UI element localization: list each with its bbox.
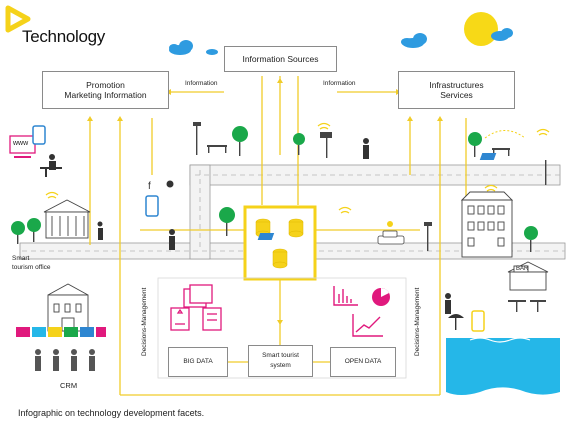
speech-bubbles xyxy=(16,327,106,337)
bar-label: BAR xyxy=(516,266,529,272)
wifi-icon xyxy=(536,128,550,136)
infrastructures-line2: Services xyxy=(440,90,473,100)
person-icon xyxy=(35,349,95,371)
cloud-icon xyxy=(169,40,193,55)
information-sources-label: Information Sources xyxy=(242,54,319,64)
twitter-icon xyxy=(166,180,174,188)
smartphone-icon xyxy=(145,195,159,217)
person-icon xyxy=(445,293,451,314)
wifi-icon xyxy=(317,122,331,130)
person-icon xyxy=(363,138,369,159)
promotion-line2: Marketing Information xyxy=(64,90,147,100)
car-icon xyxy=(377,230,405,245)
building-icon xyxy=(460,191,514,258)
tree-icon xyxy=(219,207,235,236)
solar-panel-icon xyxy=(257,233,275,240)
tree-icon xyxy=(11,221,25,244)
smart-tourist-line2: system xyxy=(270,362,291,369)
smart-tourist-system-box: Smart tourist system xyxy=(248,345,313,377)
tree-icon xyxy=(524,226,538,252)
tree-icon xyxy=(468,132,482,157)
information-label-right: Information xyxy=(323,80,356,87)
open-data-box: OPEN DATA xyxy=(330,347,396,377)
person-icon xyxy=(40,154,62,177)
smart-tourism-office-label: Smart tourism office xyxy=(12,254,51,272)
information-sources-box: Information Sources xyxy=(224,46,337,72)
bench-icon xyxy=(207,145,227,153)
person-icon xyxy=(97,221,103,240)
information-label-left: Information xyxy=(185,80,218,87)
database-icon xyxy=(272,248,288,269)
big-data-box: BIG DATA xyxy=(168,347,228,377)
wifi-icon xyxy=(484,184,498,192)
cloud-icon xyxy=(206,49,218,55)
person-icon xyxy=(169,229,175,250)
smart-office-line1: Smart xyxy=(12,255,30,262)
pie-chart-icon xyxy=(372,288,390,306)
cloud-icon xyxy=(401,33,427,48)
wifi-icon xyxy=(45,191,59,199)
smart-tourist-line1: Smart tourist xyxy=(262,352,299,359)
infrastructures-box: Infrastructures Services xyxy=(398,71,515,109)
logo-icon xyxy=(5,5,31,33)
tree-icon xyxy=(27,218,41,242)
building-icon xyxy=(47,283,89,332)
tree-icon xyxy=(293,133,305,155)
decisions-panel xyxy=(157,277,407,379)
promotion-line1: Promotion xyxy=(86,80,125,90)
building-icon xyxy=(43,199,91,239)
street-lamp-icon xyxy=(424,222,432,251)
water-icon xyxy=(446,338,560,395)
camera-icon xyxy=(320,132,332,158)
bar-building-icon xyxy=(507,261,549,291)
svg-text:f: f xyxy=(148,181,151,192)
caption: Infographic on technology development fa… xyxy=(18,408,205,418)
www-label: www xyxy=(13,140,29,147)
smartphone-icon xyxy=(471,310,485,332)
tree-icon xyxy=(232,126,248,156)
tablet-icon xyxy=(32,125,46,145)
big-data-label: BIG DATA xyxy=(183,358,213,365)
brand-title: Technology xyxy=(22,27,106,46)
sun-icon xyxy=(464,12,498,46)
document-icon xyxy=(170,284,222,331)
umbrella-icon xyxy=(448,314,464,330)
open-data-label: OPEN DATA xyxy=(344,358,382,365)
connector-arrows xyxy=(87,78,443,325)
solar-panel-icon xyxy=(479,153,497,160)
decisions-management-right: Decisions-Management xyxy=(414,287,421,356)
decisions-management-left: Decisions-Management xyxy=(141,287,148,356)
infrastructures-line1: Infrastructures xyxy=(429,80,484,90)
computer-icon xyxy=(9,135,36,158)
street-lamp-icon xyxy=(193,122,201,155)
water-wave xyxy=(469,337,531,343)
table-icon xyxy=(508,300,546,312)
street-lamp-icon xyxy=(545,160,547,185)
line-chart-icon xyxy=(352,314,383,337)
facebook-icon: f xyxy=(148,181,151,192)
bar-chart-icon xyxy=(333,286,358,306)
smart-office-line2: tourism office xyxy=(12,264,51,271)
promotion-box: Promotion Marketing Information xyxy=(42,71,169,109)
light-bulb-icon xyxy=(387,221,393,227)
cloud-icon xyxy=(491,28,513,41)
wifi-icon xyxy=(338,206,352,214)
streetlight-arc xyxy=(484,130,526,139)
database-icon xyxy=(288,218,304,238)
crm-label: CRM xyxy=(60,381,78,390)
central-database xyxy=(243,205,317,281)
